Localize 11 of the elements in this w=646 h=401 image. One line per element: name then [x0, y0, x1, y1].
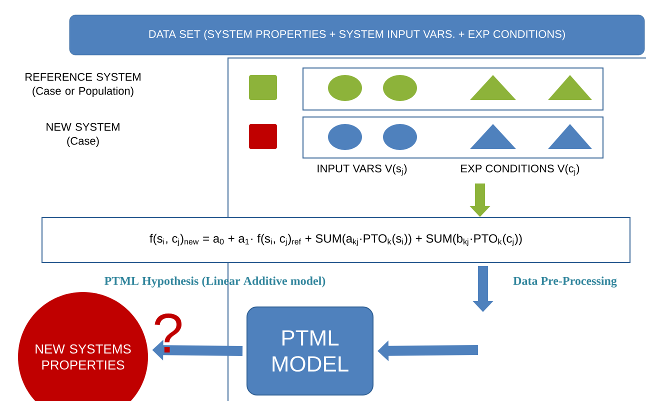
edge-label: Data Pre-Processing — [513, 276, 617, 288]
model-box: PTML MODEL — [246, 306, 374, 396]
system-label: NEW SYSTEM (Case) — [46, 123, 120, 147]
system-label: REFERENCE SYSTEM (Case or Population) — [26, 73, 140, 97]
axis-caption: EXP CONDITIONS V(c$_{j}$) — [461, 164, 580, 176]
axis-caption: INPUT VARS V(s$_{j}$) — [318, 164, 407, 176]
title-banner: DATA SET (SYSTEM PROPERTIES + SYSTEM INPUT VARS. + EXP CONDITIONS) — [69, 14, 645, 56]
system-row-box — [302, 68, 604, 110]
formula-box: f(s$_{i}$, c$_{j}$)$_{new}$ = a$_{0}$ + a$_{1}$· f(s$_{i}$, c$_{j}$)$_{ref}$ + SUM(a$_{kj}$·PTO$_{k}$(s$_{i}$)) + SUM(b$_{kj}$·PTO$_{k}$(c$_{j}$)) — [42, 217, 630, 263]
system-row-box — [302, 116, 604, 158]
question-mark: ? — [154, 313, 182, 353]
